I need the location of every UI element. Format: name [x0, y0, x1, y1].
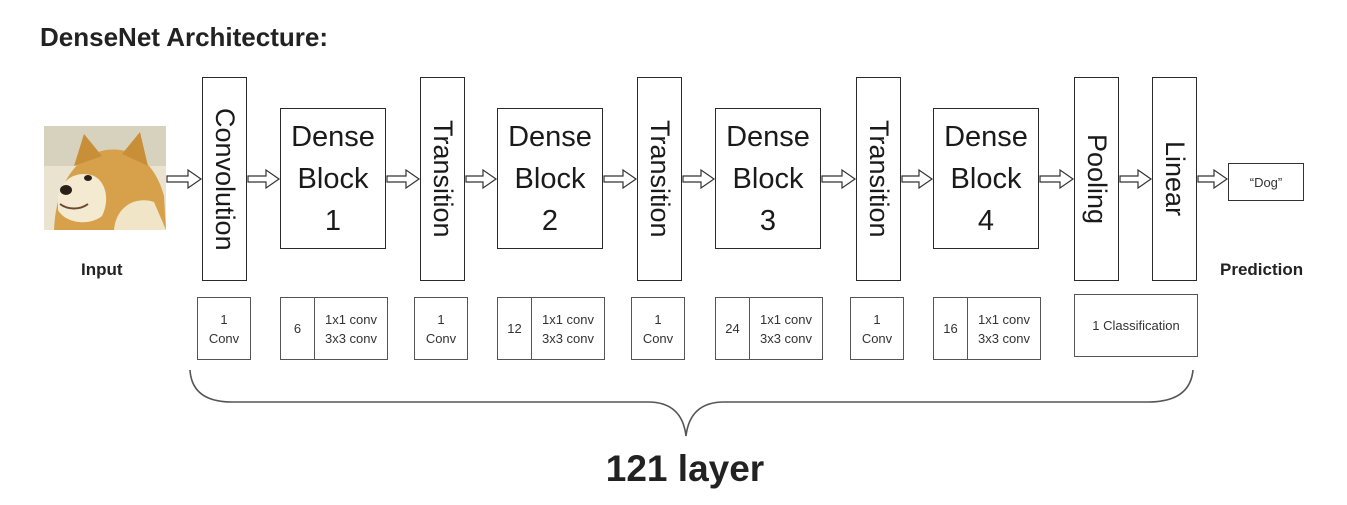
linear-label: Linear: [1160, 141, 1190, 217]
linear-layer: Linear: [1152, 77, 1197, 281]
convolution-label: Convolution: [210, 107, 240, 251]
classification-config: 1 Classification: [1074, 294, 1198, 357]
input-label: Input: [81, 260, 123, 279]
dense-block-4-number: 4: [977, 204, 995, 237]
dense-block-3-config-count: 24: [716, 298, 750, 359]
dense-block-2-line1: Dense: [508, 120, 592, 153]
dense-block-1-config-op1: 1x1 conv: [324, 311, 378, 327]
total-layers-label: 121 layer: [605, 448, 765, 489]
dense-block-2: Dense Block 2: [497, 108, 603, 249]
transition-1-config-count: 1: [437, 311, 445, 327]
conv-config: 1 Conv: [197, 297, 251, 360]
dense-block-2-config: 12 1x1 conv 3x3 conv: [497, 297, 605, 360]
dense-block-3-number: 3: [759, 204, 777, 237]
dense-block-3: Dense Block 3: [715, 108, 821, 249]
pooling-layer: Pooling: [1074, 77, 1119, 281]
dense-block-3-config-op2: 3x3 conv: [759, 330, 813, 346]
transition-3-label: Transition: [864, 120, 894, 238]
dense-block-3-config-op1: 1x1 conv: [759, 311, 813, 327]
transition-2-config: 1 Conv: [631, 297, 685, 360]
dense-block-1-config-count: 6: [281, 298, 315, 359]
dense-block-2-config-count: 12: [498, 298, 532, 359]
conv-config-op: Conv: [208, 330, 240, 346]
classification-config-label: 1 Classification: [1092, 318, 1180, 333]
transition-3-config: 1 Conv: [850, 297, 904, 360]
transition-layer-1: Transition: [420, 77, 465, 281]
convolution-layer: Convolution: [202, 77, 247, 281]
dense-block-4: Dense Block 4: [933, 108, 1039, 249]
arrow-linear-to-prediction: [1197, 168, 1229, 190]
dense-block-1-config: 6 1x1 conv 3x3 conv: [280, 297, 388, 360]
dense-block-2-line2: Block: [514, 162, 586, 195]
dense-block-3-line2: Block: [732, 162, 804, 195]
dense-block-4-config: 16 1x1 conv 3x3 conv: [933, 297, 1041, 360]
transition-layer-3: Transition: [856, 77, 901, 281]
prediction-output-box: “Dog”: [1228, 163, 1304, 201]
dense-block-1-number: 1: [324, 204, 342, 237]
arrow-transition-3-to-dense-4: [901, 168, 934, 190]
arrow-dense-2-to-transition-2: [603, 168, 638, 190]
dense-block-4-config-op1: 1x1 conv: [977, 311, 1031, 327]
dense-block-4-config-op2: 3x3 conv: [977, 330, 1031, 346]
transition-2-label: Transition: [645, 120, 675, 238]
transition-layer-2: Transition: [637, 77, 682, 281]
transition-3-config-op: Conv: [861, 330, 893, 346]
prediction-output-text: “Dog”: [1249, 174, 1283, 190]
dense-block-2-config-op1: 1x1 conv: [541, 311, 595, 327]
dense-block-1: Dense Block 1: [280, 108, 386, 249]
dense-block-2-config-op2: 3x3 conv: [541, 330, 595, 346]
pooling-label: Pooling: [1082, 133, 1112, 225]
transition-1-config-op: Conv: [425, 330, 457, 346]
arrow-convolution-to-dense-1: [247, 168, 281, 190]
arrow-input-to-convolution: [166, 168, 203, 190]
dense-block-4-config-count: 16: [934, 298, 968, 359]
arrow-pooling-to-linear: [1119, 168, 1153, 190]
arrow-transition-1-to-dense-2: [465, 168, 498, 190]
dense-block-1-config-op2: 3x3 conv: [324, 330, 378, 346]
dense-block-4-line1: Dense: [944, 120, 1028, 153]
transition-2-config-count: 1: [654, 311, 662, 327]
dense-block-4-line2: Block: [950, 162, 1022, 195]
transition-3-config-count: 1: [873, 311, 881, 327]
arrow-transition-2-to-dense-3: [682, 168, 716, 190]
flow-arrows: [166, 168, 1229, 190]
dense-block-1-line2: Block: [297, 162, 369, 195]
dense-block-1-line1: Dense: [291, 120, 375, 153]
dense-block-3-config: 24 1x1 conv 3x3 conv: [715, 297, 823, 360]
arrow-dense-3-to-transition-3: [821, 168, 857, 190]
input-dog-image: [44, 126, 166, 230]
transition-2-config-op: Conv: [642, 330, 674, 346]
arrow-dense-1-to-transition-1: [386, 168, 421, 190]
arrow-dense-4-to-pooling: [1039, 168, 1075, 190]
transition-1-config: 1 Conv: [414, 297, 468, 360]
conv-config-count: 1: [220, 311, 228, 327]
page-title: DenseNet Architecture:: [40, 22, 329, 52]
dense-block-3-line1: Dense: [726, 120, 810, 153]
dense-block-2-number: 2: [541, 204, 559, 237]
brace-121-layers: [189, 369, 1194, 437]
prediction-label: Prediction: [1220, 260, 1304, 279]
transition-1-label: Transition: [428, 120, 458, 238]
